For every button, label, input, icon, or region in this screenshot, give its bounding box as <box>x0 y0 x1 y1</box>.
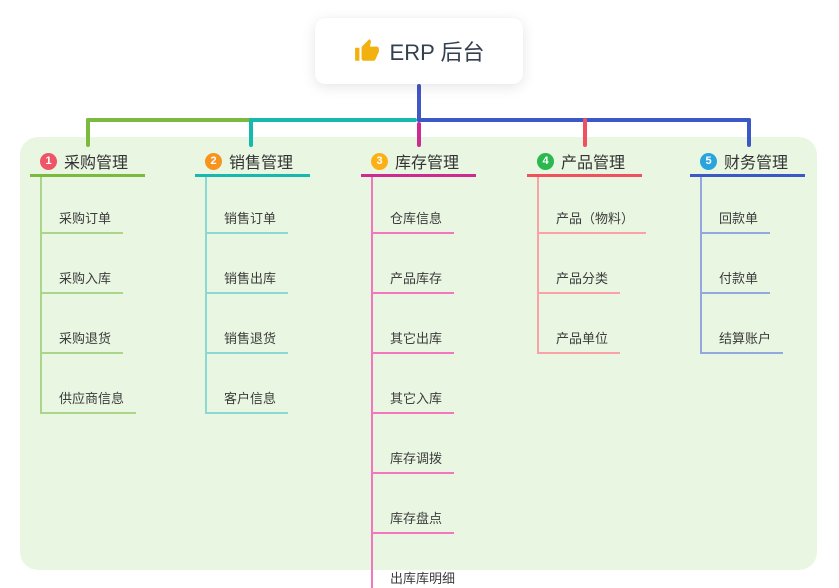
node-settlement-account[interactable]: 结算账户 <box>702 294 784 354</box>
branch-finance: 5 财务管理 回款单 付款单 结算账户 <box>690 148 805 354</box>
node-other-outbound[interactable]: 其它出库 <box>373 294 455 354</box>
node-product-unit[interactable]: 产品单位 <box>539 294 621 354</box>
branch-title-label: 产品管理 <box>561 155 626 172</box>
branch-title-label: 采购管理 <box>64 155 129 172</box>
branch-title-label: 销售管理 <box>229 155 294 172</box>
node-customer-info[interactable]: 客户信息 <box>207 354 289 414</box>
node-payment-order[interactable]: 付款单 <box>702 234 771 294</box>
drop-line-finance <box>747 118 751 147</box>
node-product-material[interactable]: 产品（物料） <box>539 177 647 234</box>
node-collection-order[interactable]: 回款单 <box>702 177 771 234</box>
connector-line-purchase <box>86 118 253 122</box>
branch-number-badge: 4 <box>537 152 554 170</box>
branch-product: 4 产品管理 产品（物料） 产品分类 产品单位 <box>527 148 647 354</box>
node-sales-order[interactable]: 销售订单 <box>207 177 289 234</box>
connector-line-sales <box>249 118 417 122</box>
branch-children: 销售订单 销售出库 销售退货 客户信息 <box>205 177 289 414</box>
node-sales-return[interactable]: 销售退货 <box>207 294 289 354</box>
node-finance-management[interactable]: 5 财务管理 <box>690 148 805 177</box>
root-label: ERP 后台 <box>389 40 485 65</box>
node-sales-management[interactable]: 2 销售管理 <box>195 148 310 177</box>
node-outbound-detail[interactable]: 出库库明细 <box>373 534 467 588</box>
node-other-inbound[interactable]: 其它入库 <box>373 354 455 414</box>
branch-number-badge: 2 <box>205 152 222 170</box>
drop-line-inventory <box>417 122 421 147</box>
node-product-management[interactable]: 4 产品管理 <box>527 148 642 177</box>
branch-title-label: 财务管理 <box>724 155 789 172</box>
mindmap-root-node[interactable]: ERP 后台 <box>315 18 523 84</box>
node-purchase-management[interactable]: 1 采购管理 <box>30 148 145 177</box>
node-stock-transfer[interactable]: 库存调拨 <box>373 414 455 474</box>
root-stem-line <box>417 84 421 122</box>
node-product-category[interactable]: 产品分类 <box>539 234 621 294</box>
node-inventory-management[interactable]: 3 库存管理 <box>361 148 476 177</box>
node-supplier-info[interactable]: 供应商信息 <box>42 354 137 414</box>
branch-children: 产品（物料） 产品分类 产品单位 <box>537 177 647 354</box>
node-warehouse-info[interactable]: 仓库信息 <box>373 177 455 234</box>
drop-line-sales <box>249 118 253 147</box>
branch-number-badge: 5 <box>700 152 717 170</box>
node-sales-outbound[interactable]: 销售出库 <box>207 234 289 294</box>
branch-number-badge: 3 <box>371 152 388 170</box>
branch-sales: 2 销售管理 销售订单 销售出库 销售退货 客户信息 <box>195 148 310 414</box>
node-stock-count[interactable]: 库存盘点 <box>373 474 455 534</box>
branch-inventory: 3 库存管理 仓库信息 产品库存 其它出库 其它入库 库存调拨 库存盘点 出库库… <box>361 148 476 588</box>
node-purchase-return[interactable]: 采购退货 <box>42 294 124 354</box>
node-product-stock[interactable]: 产品库存 <box>373 234 455 294</box>
branch-purchase: 1 采购管理 采购订单 采购入库 采购退货 供应商信息 <box>30 148 145 414</box>
thumbs-up-icon <box>354 39 379 61</box>
branch-number-badge: 1 <box>40 152 57 170</box>
branch-children: 回款单 付款单 结算账户 <box>700 177 784 354</box>
node-purchase-order[interactable]: 采购订单 <box>42 177 124 234</box>
branch-children: 采购订单 采购入库 采购退货 供应商信息 <box>40 177 137 414</box>
node-purchase-inbound[interactable]: 采购入库 <box>42 234 124 294</box>
drop-line-purchase <box>86 118 90 147</box>
branch-children: 仓库信息 产品库存 其它出库 其它入库 库存调拨 库存盘点 出库库明细 <box>371 177 467 588</box>
drop-line-product <box>583 118 587 147</box>
branch-title-label: 库存管理 <box>395 155 460 172</box>
